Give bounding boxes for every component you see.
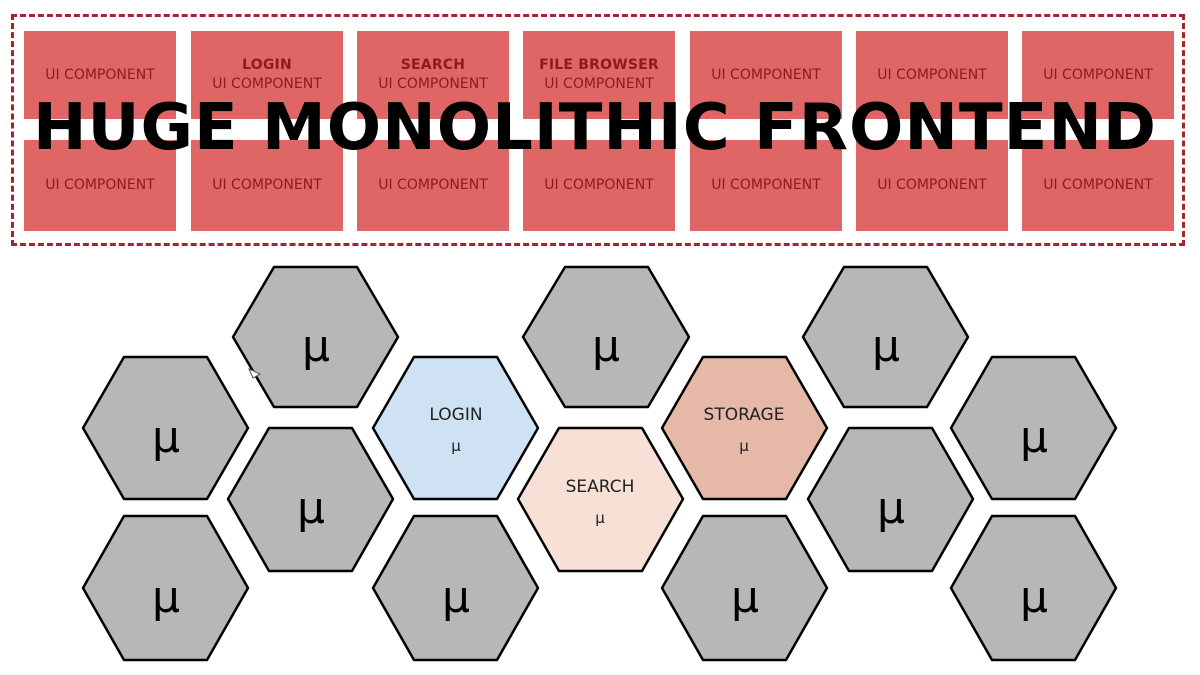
login-component-title: LOGIN xyxy=(242,57,292,73)
ui-component-label: UI COMPONENT xyxy=(544,76,654,92)
ui-component: UI COMPONENT xyxy=(24,31,176,119)
ui-component: UI COMPONENT xyxy=(1022,140,1174,231)
monolith-title: HUGE MONOLITHIC FRONTEND xyxy=(32,91,1158,165)
ui-component: UI COMPONENT xyxy=(856,31,1008,119)
ui-component-label: UI COMPONENT xyxy=(544,177,654,193)
microservice-symbol: μ xyxy=(297,483,325,534)
microservice-hex xyxy=(660,514,829,662)
microservice-symbol: μ xyxy=(1020,412,1048,463)
ui-component-label: UI COMPONENT xyxy=(877,66,987,83)
file-browser-component-title: FILE BROWSER xyxy=(539,57,659,73)
ui-component-label: UI COMPONENT xyxy=(378,177,488,193)
ui-component: UI COMPONENT xyxy=(357,140,509,231)
storage-microservice-hex xyxy=(660,355,829,501)
microservice-hex xyxy=(521,265,691,409)
search-microservice-name: SEARCH xyxy=(565,477,635,497)
microservice-hex xyxy=(801,265,970,409)
microservice-hex xyxy=(81,355,250,501)
storage-microservice-name: STORAGE xyxy=(703,405,785,425)
microservice-symbol: μ xyxy=(592,321,620,372)
login-microservice-symbol: μ xyxy=(451,437,461,455)
cursor-arrow-icon xyxy=(248,368,262,379)
ui-component-label: UI COMPONENT xyxy=(1043,66,1153,83)
login-microservice-name: LOGIN xyxy=(429,405,483,425)
ui-component-label: UI COMPONENT xyxy=(877,177,987,193)
microservice-symbol: μ xyxy=(442,572,470,623)
ui-component: UI COMPONENT xyxy=(24,140,176,231)
microservice-symbol: μ xyxy=(152,572,180,623)
ui-component: UI COMPONENT xyxy=(1022,31,1174,119)
monolith-frame xyxy=(11,14,1185,246)
login-ui-component: LOGIN UI COMPONENT xyxy=(191,31,343,119)
microservice-symbol: μ xyxy=(872,321,900,372)
storage-microservice-label: STORAGE μ xyxy=(704,404,785,456)
ui-component: UI COMPONENT xyxy=(856,140,1008,231)
ui-component-label: UI COMPONENT xyxy=(1043,177,1153,193)
microservice-hex xyxy=(949,514,1118,662)
microservice-symbol: μ xyxy=(877,483,905,534)
microservice-hex xyxy=(231,265,400,409)
ui-component-label: UI COMPONENT xyxy=(711,66,821,83)
search-microservice-symbol: μ xyxy=(595,509,605,527)
search-ui-component: SEARCH UI COMPONENT xyxy=(357,31,509,119)
microservice-hex xyxy=(371,514,540,662)
ui-component-label: UI COMPONENT xyxy=(45,177,155,193)
microservice-symbol: μ xyxy=(1020,572,1048,623)
login-microservice-hex xyxy=(371,355,540,501)
microservice-symbol: μ xyxy=(152,412,180,463)
file-browser-ui-component: FILE BROWSER UI COMPONENT xyxy=(523,31,675,119)
ui-component: UI COMPONENT xyxy=(523,140,675,231)
microservice-symbol: μ xyxy=(731,572,759,623)
ui-component-label: UI COMPONENT xyxy=(212,177,322,193)
search-component-title: SEARCH xyxy=(400,57,466,73)
microservice-hex xyxy=(806,426,975,573)
storage-microservice-symbol: μ xyxy=(739,437,749,455)
microservice-hex xyxy=(949,355,1118,501)
ui-component-label: UI COMPONENT xyxy=(45,66,155,83)
ui-component: UI COMPONENT xyxy=(690,31,842,119)
microservice-symbol: μ xyxy=(302,321,330,372)
microservice-hex xyxy=(226,426,395,573)
ui-component-label: UI COMPONENT xyxy=(212,76,322,92)
login-microservice-label: LOGIN μ xyxy=(429,404,482,456)
ui-component-label: UI COMPONENT xyxy=(711,177,821,193)
ui-component: UI COMPONENT xyxy=(191,140,343,231)
search-microservice-label: SEARCH μ xyxy=(566,476,635,528)
ui-component: UI COMPONENT xyxy=(690,140,842,231)
ui-component-label: UI COMPONENT xyxy=(378,76,488,92)
microservice-hex xyxy=(81,514,250,662)
search-microservice-hex xyxy=(516,426,685,573)
